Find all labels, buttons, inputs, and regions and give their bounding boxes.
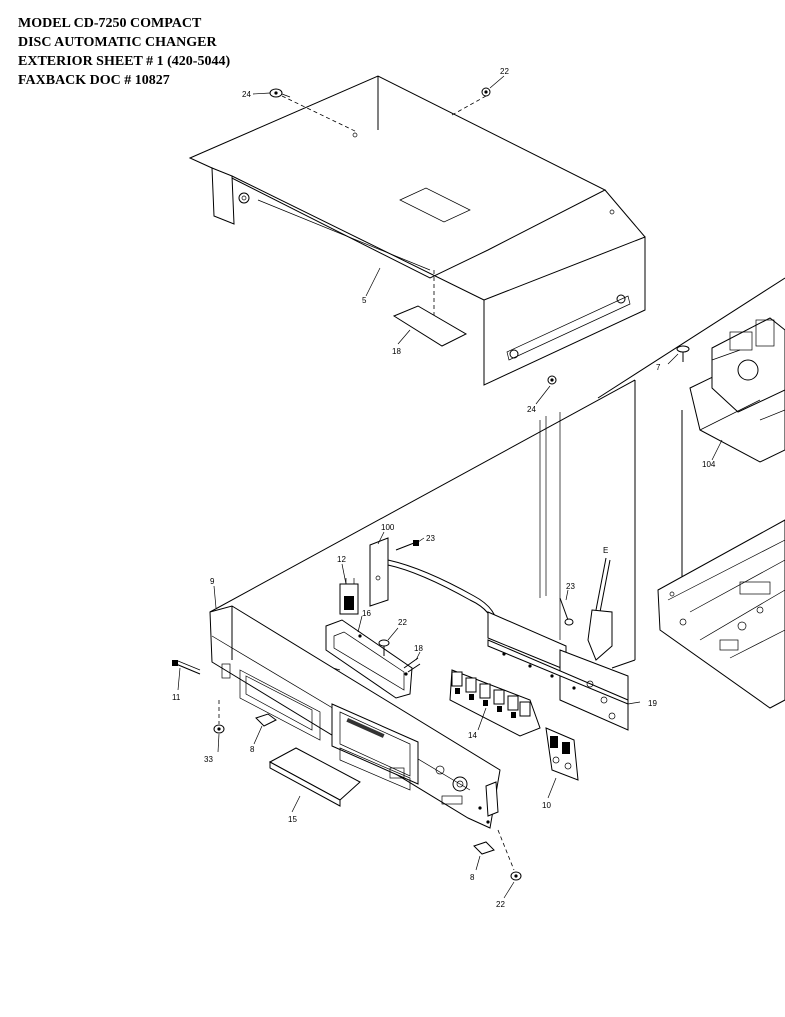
screw-22-mid — [378, 639, 390, 656]
callout-9: 9 — [210, 577, 215, 586]
chassis — [209, 379, 636, 671]
title-line-4: FAXBACK DOC # 10827 — [18, 73, 170, 88]
screw-22-bottom — [497, 829, 522, 881]
callout-e: E — [603, 546, 608, 555]
callout-22-mid: 22 — [398, 618, 407, 627]
callout-12: 12 — [337, 555, 346, 564]
pcb-16 — [325, 619, 413, 699]
pcb-100 — [369, 537, 499, 641]
screw-23-upper — [395, 540, 419, 551]
leader-lines — [177, 75, 723, 899]
switch-block-14 — [449, 669, 541, 737]
callout-18-top: 18 — [392, 347, 401, 356]
top-cover — [188, 75, 646, 386]
callout-104: 104 — [702, 460, 716, 469]
callout-33: 33 — [204, 755, 213, 764]
callout-8-lower: 8 — [470, 873, 475, 882]
callout-11: 11 — [172, 693, 181, 702]
screw-24-top — [269, 88, 291, 98]
callout-23-lower: 23 — [566, 582, 575, 591]
callout-16: 16 — [362, 609, 371, 618]
callout-8-left: 8 — [250, 745, 255, 754]
callout-7: 7 — [656, 363, 661, 372]
ribbon-e — [587, 557, 613, 661]
callout-100: 100 — [381, 523, 395, 532]
title-block: MODEL CD-7250 COMPACT DISC AUTOMATIC CHA… — [18, 14, 230, 90]
callout-5: 5 — [362, 296, 367, 305]
callout-10: 10 — [542, 801, 551, 810]
callout-24-top: 24 — [242, 90, 251, 99]
button-8-left — [255, 713, 277, 727]
callout-22-bottom: 22 — [496, 900, 505, 909]
bracket-12 — [339, 578, 359, 615]
jack-10 — [545, 727, 579, 781]
screw-7 — [676, 345, 690, 362]
callout-19: 19 — [648, 699, 657, 708]
callout-24-lower: 24 — [527, 405, 536, 414]
callout-15: 15 — [288, 815, 297, 824]
screw-33 — [213, 700, 225, 734]
front-panel-9 — [209, 605, 501, 829]
screw-22-top — [481, 87, 491, 97]
title-line-1: MODEL CD-7250 COMPACT — [18, 16, 202, 31]
button-8-lower — [473, 841, 495, 855]
screw-23-lower — [559, 597, 574, 626]
screw-24-lower — [547, 375, 557, 385]
callout-22-top: 22 — [500, 67, 509, 76]
callout-18-lower: 18 — [414, 644, 423, 653]
bottom-plate — [657, 519, 785, 709]
label-15 — [268, 747, 361, 807]
callout-23-upper: 23 — [426, 534, 435, 543]
title-line-3: EXTERIOR SHEET # 1 (420-5044) — [18, 54, 231, 69]
title-line-2: DISC AUTOMATIC CHANGER — [18, 35, 217, 50]
callout-14: 14 — [468, 731, 477, 740]
clip-18-lower — [403, 657, 421, 673]
pcb-19 — [487, 611, 629, 731]
screw-11 — [172, 660, 201, 675]
mechanism-104 — [597, 277, 785, 620]
label-18-top — [392, 305, 468, 347]
